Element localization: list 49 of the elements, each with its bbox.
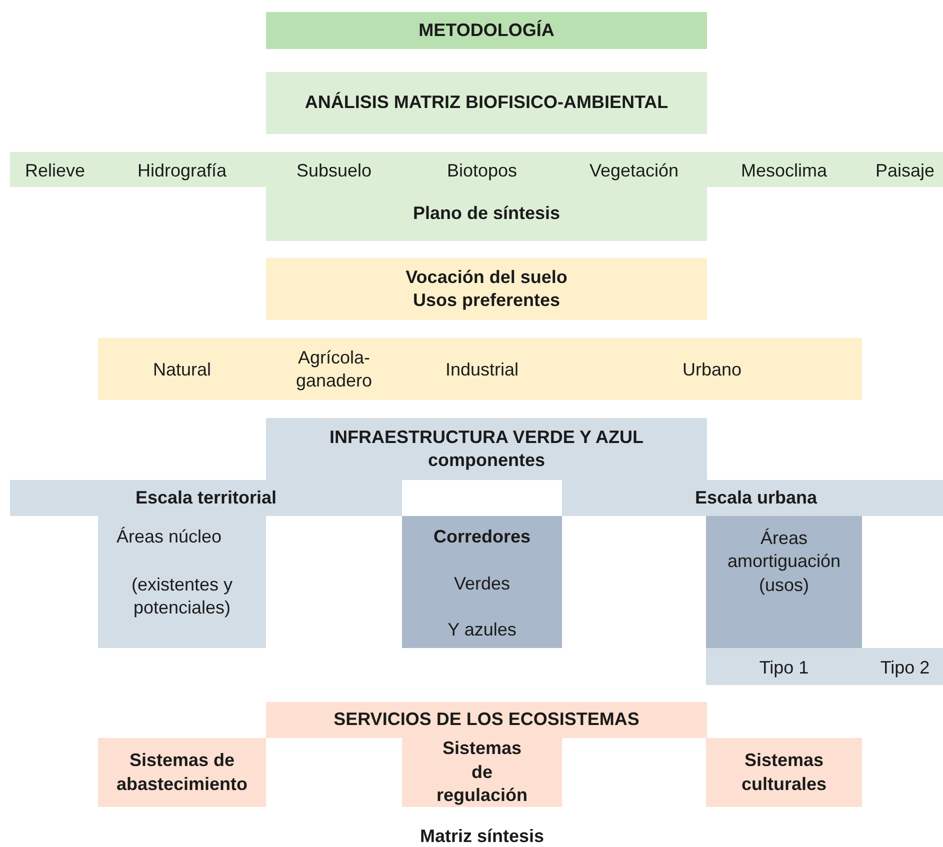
node-text: Natural — [152, 358, 212, 382]
node-text: Tipo 2 — [879, 656, 931, 680]
service-box — [98, 738, 266, 807]
service-box — [402, 738, 562, 807]
heading-text: Escala urbana — [694, 486, 818, 510]
component-box — [98, 516, 266, 648]
heading-text: Sistemas de regulación — [435, 737, 529, 808]
heading-text: Sistemas de abastecimiento — [116, 749, 248, 796]
heading-text: Escala territorial — [134, 486, 278, 510]
land-use-band — [98, 338, 862, 400]
heading-text: Usos preferentes — [412, 289, 560, 312]
node-text: Urbano — [681, 358, 743, 382]
heading-text: SERVICIOS DE LOS ECOSISTEMAS — [334, 708, 640, 732]
node-text: Vegetación — [588, 159, 680, 182]
node-text: Paisaje — [874, 159, 936, 182]
caption-text: Matriz síntesis — [418, 826, 546, 847]
node-text: (existentes y potenciales) — [130, 574, 234, 620]
process-box — [266, 187, 707, 241]
component-box — [706, 516, 862, 648]
heading-box — [266, 418, 707, 480]
node-text: Relieve — [24, 159, 86, 182]
node-text: Subsuelo — [295, 159, 373, 182]
node-text: Mesoclima — [740, 159, 828, 182]
heading-text: Plano de síntesis — [412, 202, 560, 226]
node-text: Verdes — [452, 572, 512, 596]
heading-text: Corredores — [432, 525, 532, 548]
node-text: Hidrografía — [136, 159, 228, 182]
heading-box — [266, 258, 707, 320]
node-text: Tipo 1 — [758, 656, 810, 680]
service-box — [706, 738, 862, 807]
scale-band — [10, 480, 402, 516]
factor-band — [10, 152, 943, 187]
heading-bar — [266, 12, 707, 49]
heading-box — [266, 72, 707, 134]
heading-box — [266, 702, 707, 738]
component-box — [402, 516, 562, 648]
heading-text: ANÁLISIS MATRIZ BIOFISICO-AMBIENTAL — [304, 91, 668, 114]
scale-band — [562, 480, 943, 516]
node-text: Áreas amortiguación (usos) — [726, 526, 842, 597]
node-text: Áreas núcleo — [115, 525, 223, 548]
node-text: Y azules — [446, 618, 518, 642]
node-text: Industrial — [444, 358, 520, 382]
heading-text: INFRAESTRUCTURA VERDE Y AZUL componentes — [328, 426, 644, 472]
type-band — [706, 648, 943, 685]
node-text: Biotopos — [446, 159, 518, 182]
heading-text: Vocación del suelo — [406, 266, 568, 289]
node-text: Agrícola-ganadero — [294, 346, 374, 393]
heading-text: METODOLOGÍA — [418, 18, 554, 42]
heading-text: Sistemas culturales — [740, 749, 828, 796]
